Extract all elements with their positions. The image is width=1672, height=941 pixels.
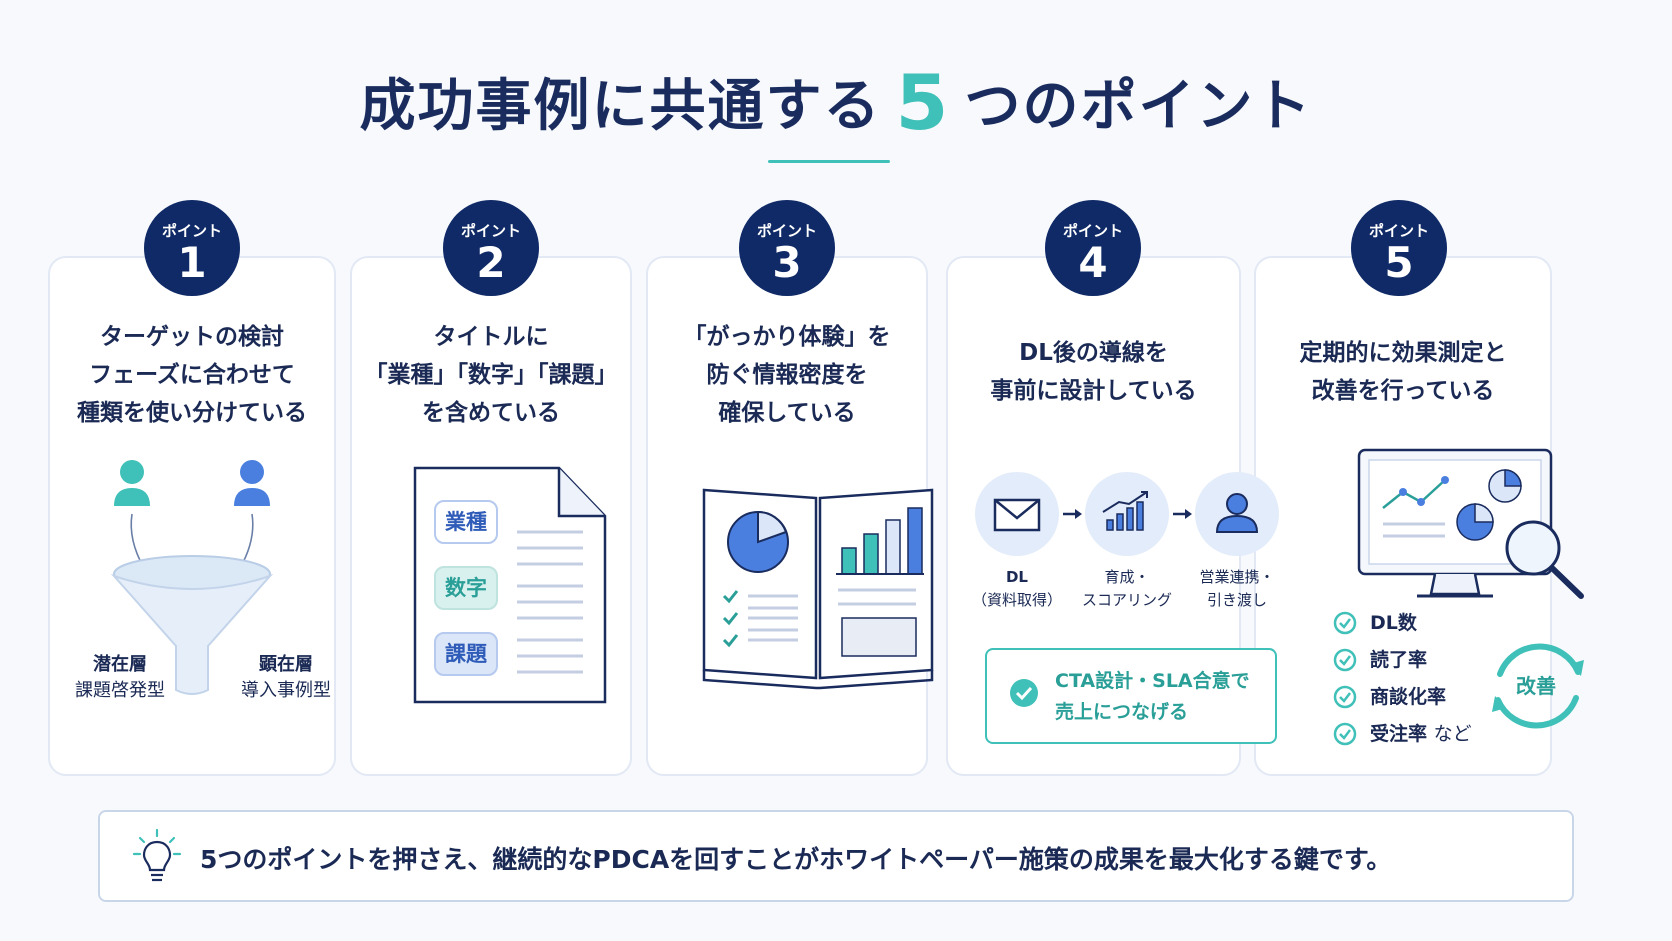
monitor-analytics-illustration (1357, 448, 1584, 599)
arrow-right-icon (1173, 509, 1192, 519)
badge-number: 4 (1078, 238, 1108, 287)
heading-line: タイトルに (433, 324, 549, 350)
heading-line: フェーズに合わせて (89, 362, 295, 388)
heading-line: 定期的に効果測定と (1299, 340, 1507, 366)
latent-layer-type: 課題啓発型 (75, 680, 165, 701)
point-heading-5: 定期的に効果測定と 改善を行っている (1254, 334, 1552, 410)
heading-line: 「がっかり体験」を (683, 324, 891, 350)
badge-label: ポイント (756, 222, 817, 240)
cta-line: 売上につなげる (1055, 701, 1189, 723)
heading-line: 防ぐ情報密度を (706, 362, 868, 388)
summary-banner: 5つのポイントを押さえ、継続的なPDCAを回すことがホワイトペーパー施策の成果を… (98, 810, 1574, 902)
funnel-left-label: 潜在層 課題啓発型 (54, 652, 186, 704)
flow-step-line: スコアリング (1081, 591, 1172, 609)
summary-text: 5つのポイントを押さえ、継続的なPDCAを回すことがホワイトペーパー施策の成果を… (200, 845, 1392, 874)
improvement-cycle-icon (1492, 643, 1584, 729)
check-circle-icon (1010, 679, 1038, 707)
keyword-chip-issue: 課題 (434, 632, 498, 676)
check-circle-icon (1333, 722, 1357, 746)
metric-read-rate: 読了率 (1370, 649, 1428, 671)
data-table-icon (841, 617, 917, 657)
heading-line: を含めている (422, 400, 560, 426)
pie-chart-icon (1456, 469, 1522, 541)
title-text-after: つのポイント (964, 74, 1313, 139)
heading-line: 種類を使い分けている (77, 400, 307, 426)
person-icon (114, 460, 150, 506)
flow-step-line: DL (1005, 568, 1028, 586)
cta-line: CTA設計・SLA合意で (1055, 670, 1250, 692)
flow-step-line: 営業連携・ (1199, 568, 1275, 586)
badge-label: ポイント (460, 222, 521, 240)
metric-suffix: など (1433, 723, 1472, 745)
pie-chart-icon (727, 510, 789, 573)
heading-line: ターゲットの検討 (100, 324, 284, 350)
badge-number: 5 (1384, 238, 1414, 287)
cycle-label: 改善 (1516, 674, 1556, 698)
heading-line: 確保している (718, 400, 856, 426)
flow-step-line: 育成・ (1104, 568, 1150, 586)
check-circle-icon (1333, 648, 1357, 672)
badge-number: 3 (772, 238, 802, 287)
heading-line: 事前に設計している (990, 378, 1197, 404)
badge-label: ポイント (1062, 222, 1123, 240)
lightbulb-icon (132, 828, 182, 882)
metric-downloads: DL数 (1370, 612, 1417, 634)
active-layer-label: 顕在層 (259, 654, 313, 675)
metric-order-rate: 受注率 (1370, 723, 1428, 745)
metric-order-rate-row: 受注率 など (1370, 722, 1472, 746)
heading-line: DL後の導線を (1019, 340, 1168, 366)
cta-text: CTA設計・SLA合意で 売上につなげる (1055, 666, 1250, 728)
magnifier-icon (1505, 520, 1584, 599)
flow-step-nurturing: 育成・ スコアリング (1067, 566, 1187, 612)
point-heading-3: 「がっかり体験」を 防ぐ情報密度を 確保している (646, 318, 928, 432)
flow-step-line: 引き渡し (1206, 591, 1267, 609)
metric-meeting-rate: 商談化率 (1370, 686, 1447, 708)
funnel-illustration (110, 460, 274, 695)
keyword-chip-number: 数字 (434, 566, 498, 610)
growth-chart-icon (1102, 491, 1148, 531)
badge-label: ポイント (161, 222, 222, 240)
funnel-right-label: 顕在層 導入事例型 (220, 652, 352, 704)
heading-line: 「業種」「数字」「課題」 (364, 362, 618, 388)
active-layer-type: 導入事例型 (241, 680, 331, 701)
badge-label: ポイント (1368, 222, 1429, 240)
flow-step-sales-handoff: 営業連携・ 引き渡し (1177, 566, 1297, 612)
checklist-icon (722, 590, 798, 648)
check-circle-icon (1333, 685, 1357, 709)
badge-number: 1 (177, 238, 207, 287)
point-heading-2: タイトルに 「業種」「数字」「課題」 を含めている (350, 318, 632, 432)
check-circle-icon (1333, 611, 1357, 635)
arrow-right-icon (1063, 509, 1082, 519)
lead-flow-diagram (975, 472, 1279, 556)
title-number: 5 (895, 58, 951, 147)
envelope-icon (993, 498, 1041, 532)
point-heading-1: ターゲットの検討 フェーズに合わせて 種類を使い分けている (48, 318, 336, 432)
bar-chart-icon (836, 507, 924, 575)
point-heading-4: DL後の導線を 事前に設計している (946, 334, 1241, 410)
person-icon (1215, 493, 1259, 533)
keyword-chip-industry: 業種 (434, 500, 498, 544)
flow-step-download: DL （資料取得） (957, 566, 1077, 612)
cta-callout: CTA設計・SLA合意で 売上につなげる (985, 648, 1277, 744)
open-book-illustration (702, 488, 934, 690)
badge-number: 2 (476, 238, 506, 287)
funnel-icon (110, 555, 274, 695)
flow-step-line: （資料取得） (971, 591, 1062, 609)
heading-line: 改善を行っている (1311, 378, 1495, 404)
line-chart-icon (1382, 476, 1449, 509)
title-underline (768, 160, 890, 163)
latent-layer-label: 潜在層 (93, 654, 147, 675)
title-text-before: 成功事例に共通する (359, 74, 882, 139)
person-icon (234, 460, 270, 506)
metric-checks (1333, 611, 1357, 746)
